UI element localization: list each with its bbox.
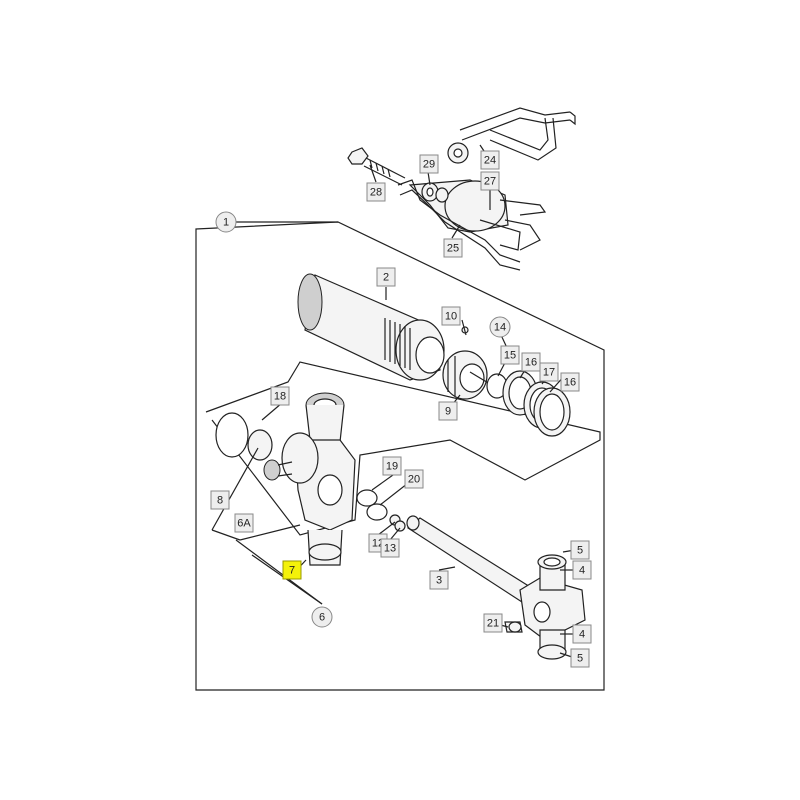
callout-box — [438, 401, 458, 421]
callout-label: 15 — [504, 350, 516, 362]
callout-label: 29 — [423, 159, 435, 171]
callout-label: 24 — [484, 155, 496, 167]
callout-label: 17 — [543, 367, 555, 379]
callout-7-highlighted[interactable]: 7 — [282, 560, 302, 580]
callout-5[interactable]: 5 — [570, 648, 590, 668]
callout-19[interactable]: 19 — [382, 456, 402, 476]
callout-28[interactable]: 28 — [366, 182, 386, 202]
callout-14[interactable]: 14 — [489, 316, 511, 338]
callout-label: 8 — [217, 495, 223, 507]
callout-label: 2 — [383, 272, 389, 284]
seal-set-14 — [486, 370, 571, 437]
callout-16[interactable]: 16 — [521, 352, 541, 372]
callout-label: 3 — [436, 575, 442, 587]
callout-label: 19 — [386, 461, 398, 473]
callout-box — [270, 386, 290, 406]
callout-box — [539, 362, 559, 382]
callout-9[interactable]: 9 — [438, 401, 458, 421]
callout-label: 20 — [408, 474, 420, 486]
callout-5[interactable]: 5 — [570, 540, 590, 560]
callout-20[interactable]: 20 — [404, 469, 424, 489]
callout-8[interactable]: 8 — [210, 490, 230, 510]
gland-seals — [356, 489, 406, 532]
callout-box — [419, 154, 439, 174]
callout-4[interactable]: 4 — [572, 624, 592, 644]
callout-label: 13 — [384, 543, 396, 555]
callout-box — [480, 150, 500, 170]
callout-6[interactable]: 6 — [311, 606, 333, 628]
callout-16[interactable]: 16 — [560, 372, 580, 392]
callout-15[interactable]: 15 — [500, 345, 520, 365]
callout-box — [489, 316, 511, 338]
callout-box — [560, 372, 580, 392]
callout-6a[interactable]: 6A — [234, 513, 254, 533]
callout-label: 6 — [319, 612, 325, 624]
callout-label: 4 — [579, 565, 585, 577]
callout-21[interactable]: 21 — [483, 613, 503, 633]
callout-box — [282, 560, 302, 580]
washer-29 — [421, 182, 449, 203]
callout-25[interactable]: 25 — [443, 238, 463, 258]
callout-13[interactable]: 13 — [380, 538, 400, 558]
callout-1[interactable]: 1 — [215, 211, 237, 233]
callout-label: 6A — [237, 518, 251, 530]
callout-label: 16 — [564, 377, 576, 389]
assembly-boundary-1 — [195, 221, 605, 691]
callout-box — [480, 171, 500, 191]
callout-label: 10 — [445, 311, 457, 323]
callout-box — [441, 306, 461, 326]
callout-label: 28 — [370, 187, 382, 199]
bolt-28 — [347, 147, 406, 186]
callout-label: 16 — [525, 357, 537, 369]
callout-box — [570, 648, 590, 668]
pipe-assembly-24 — [459, 107, 576, 161]
callout-18[interactable]: 18 — [270, 386, 290, 406]
callout-label: 21 — [487, 618, 499, 630]
piston-rod-3 — [406, 515, 586, 660]
callout-box — [572, 624, 592, 644]
callout-label: 25 — [447, 243, 459, 255]
callout-box — [380, 538, 400, 558]
callout-label: 4 — [579, 629, 585, 641]
callout-2[interactable]: 2 — [376, 267, 396, 287]
callout-label: 7 — [289, 565, 295, 577]
callout-box — [215, 211, 237, 233]
callout-label: 1 — [223, 217, 229, 229]
callout-box — [382, 456, 402, 476]
piston-9 — [442, 319, 491, 400]
callout-box — [521, 352, 541, 372]
callout-10[interactable]: 10 — [441, 306, 461, 326]
callout-box — [570, 540, 590, 560]
callout-17[interactable]: 17 — [539, 362, 559, 382]
cylinder-tube-2 — [297, 273, 445, 381]
callout-box — [429, 570, 449, 590]
callout-label: 5 — [577, 653, 583, 665]
callout-box — [500, 345, 520, 365]
callout-box — [404, 469, 424, 489]
callout-27[interactable]: 27 — [480, 171, 500, 191]
callout-box — [366, 182, 386, 202]
callout-label: 27 — [484, 176, 496, 188]
callout-box — [572, 560, 592, 580]
callout-label: 9 — [445, 406, 451, 418]
callout-box — [311, 606, 333, 628]
callout-box — [443, 238, 463, 258]
callout-box — [483, 613, 503, 633]
callout-box — [234, 513, 254, 533]
callout-24[interactable]: 24 — [480, 150, 500, 170]
callout-box — [210, 490, 230, 510]
callout-label: 18 — [274, 391, 286, 403]
callout-3[interactable]: 3 — [429, 570, 449, 590]
callout-29[interactable]: 29 — [419, 154, 439, 174]
callout-box — [376, 267, 396, 287]
callout-label: 5 — [577, 545, 583, 557]
callout-label: 14 — [494, 322, 506, 334]
rod-end-housing-7 — [215, 392, 356, 566]
callout-4[interactable]: 4 — [572, 560, 592, 580]
